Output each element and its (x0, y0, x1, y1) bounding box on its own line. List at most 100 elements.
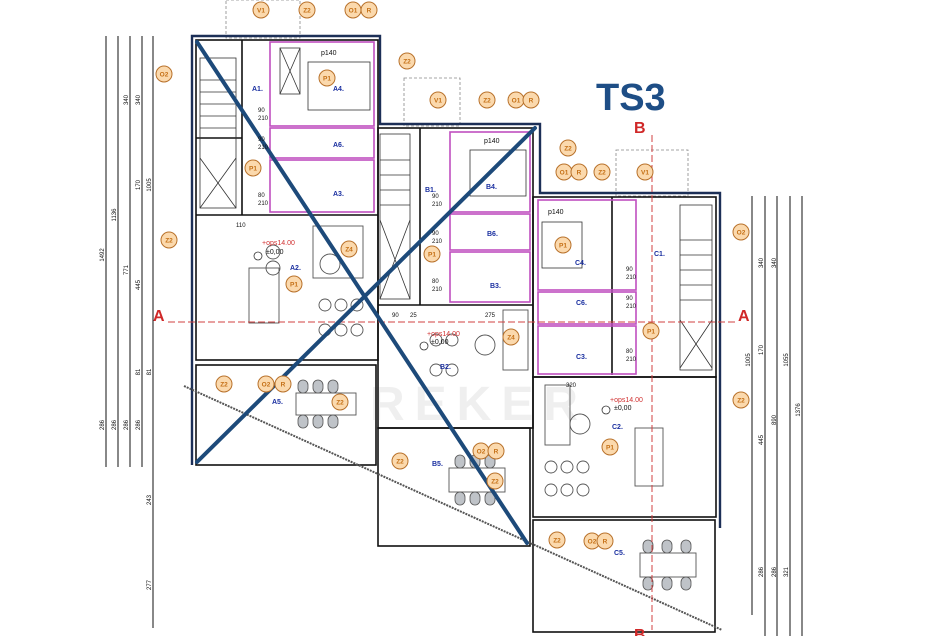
annotation-tag: Z2 (160, 231, 178, 249)
unit-c-walls (532, 196, 717, 378)
dimension-label: 771 (124, 264, 130, 275)
elevation-zero: ±0,00 (266, 249, 284, 256)
room-label: B3. (490, 283, 501, 290)
terrace-c5 (532, 519, 716, 633)
level-marker-icon (601, 405, 611, 415)
room-label: C2. (612, 424, 623, 431)
room-label: B5. (432, 461, 443, 468)
bath-c3 (537, 325, 637, 375)
door-dimension: 80 (432, 279, 439, 285)
annotation-tag: Z2 (391, 452, 409, 470)
misc-label: 25 (410, 313, 417, 319)
tag-label: V1 (641, 170, 649, 177)
dimension-label: 1005 (147, 178, 153, 192)
annotation-tag: V1 (252, 1, 270, 19)
elevation-marks: +ops14.00 ±0,00 +ops14.00 ±0,00 +ops14.0… (253, 240, 643, 415)
tag-label: O2 (477, 449, 486, 456)
annotation-tag: Z2 (298, 1, 316, 19)
bedroom-a4 (269, 41, 375, 127)
annotation-tag: R (487, 442, 505, 460)
tag-label: Z2 (737, 398, 745, 405)
section-marker-b-top: B (634, 120, 646, 137)
room-label: A1. (252, 86, 263, 93)
door-dimension: 80 (258, 193, 265, 199)
dimension-label: 286 (136, 419, 142, 430)
door-dimension: 210 (626, 275, 637, 281)
dimension-label: 340 (772, 257, 778, 268)
terrace-a5 (195, 364, 377, 466)
tag-label: Z2 (483, 98, 491, 105)
annotation-tag: Z2 (732, 391, 750, 409)
dimension-label: 1136 (112, 208, 118, 222)
bath-c6 (537, 291, 637, 325)
misc-label: p140 (548, 209, 564, 216)
room-label: B4. (486, 184, 497, 191)
annotation-tag: O1 (555, 163, 573, 181)
tag-label: R (529, 98, 534, 105)
wardrobe (279, 47, 301, 95)
tag-label: Z2 (553, 538, 561, 545)
annotation-tag: R (274, 375, 292, 393)
room-label: B6. (487, 231, 498, 238)
tag-label: P1 (606, 445, 614, 452)
door-dimension: 210 (258, 201, 269, 207)
terrace-dining-sets (295, 379, 697, 591)
terrace-b5 (377, 427, 531, 547)
annotation-tag: Z2 (478, 91, 496, 109)
tag-label: Z4 (507, 335, 515, 342)
annotation-tag: P1 (554, 236, 572, 254)
tag-label: O2 (588, 539, 597, 546)
room-label: C5. (614, 550, 625, 557)
tag-label: P1 (249, 166, 257, 173)
site-boundary-line (183, 385, 723, 631)
room-label: B1. (425, 187, 436, 194)
dimension-label: 286 (112, 419, 118, 430)
annotation-tag: P1 (601, 438, 619, 456)
section-marker-a-left: A (153, 308, 165, 325)
level-marker-icon (253, 251, 263, 261)
tag-label: Z4 (345, 247, 353, 254)
tag-label: O1 (560, 170, 569, 177)
door-dimension: 90 (258, 108, 265, 114)
tag-label: Z2 (598, 170, 606, 177)
dimension-label: 340 (136, 94, 142, 105)
staircase-c (679, 204, 713, 371)
room-label: A4. (333, 86, 344, 93)
tag-label: R (603, 539, 608, 546)
door-dimension: 210 (626, 357, 637, 363)
tag-label: Z2 (303, 8, 311, 15)
annotation-tag: P1 (642, 322, 660, 340)
annotation-tag: O2 (155, 65, 173, 83)
door-dimension: 80 (626, 349, 633, 355)
misc-label: p140 (484, 138, 500, 145)
dimension-label: 286 (759, 566, 765, 577)
door-dimension: 90 (258, 137, 265, 143)
room-label: B2. (440, 364, 451, 371)
annotation-tag: R (596, 532, 614, 550)
annotation-tag: O1 (507, 91, 525, 109)
dimension-label: 890 (772, 414, 778, 425)
annotation-tag: V1 (429, 91, 447, 109)
misc-label: 320 (566, 383, 577, 389)
tag-label: P1 (647, 329, 655, 336)
tag-label: P1 (290, 282, 298, 289)
dimension-label: 286 (772, 566, 778, 577)
annotation-tag: Z2 (331, 393, 349, 411)
door-dimension: 90 (432, 194, 439, 200)
annotation-tag: R (570, 163, 588, 181)
tag-label: R (281, 382, 286, 389)
dimension-label: 445 (759, 434, 765, 445)
room-label: C1. (654, 251, 665, 258)
tag-label: V1 (434, 98, 442, 105)
section-marker-b-bottom: B (634, 627, 646, 636)
door-labels: 9021090210802109021090210802109021090210… (258, 108, 637, 363)
elevation-ops: +ops14.00 (262, 240, 295, 247)
unit-c-living (532, 376, 717, 518)
dimension-label: 81 (147, 368, 153, 375)
bed (469, 149, 527, 197)
tag-label: R (494, 449, 499, 456)
crossout-line (195, 40, 529, 545)
annotation-tag: Z4 (502, 328, 520, 346)
annotation-tag: O2 (732, 223, 750, 241)
